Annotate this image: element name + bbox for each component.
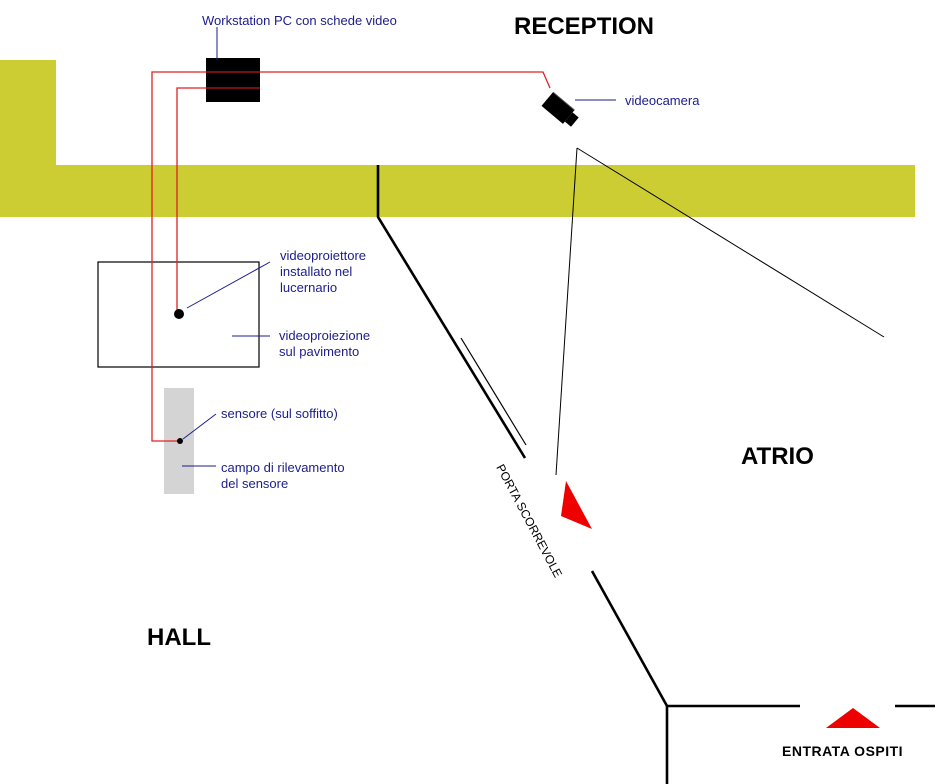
entrance-arrow-icon <box>826 708 880 728</box>
label-door: PORTA SCORREVOLE <box>493 462 565 580</box>
camera-fov-right <box>576 147 885 338</box>
projection-area <box>97 261 260 368</box>
label-field-1: campo di rilevamento <box>221 460 345 475</box>
label-projector-2: installato nel <box>280 264 352 279</box>
projector-dot-icon <box>174 309 184 319</box>
label-videocamera: videocamera <box>625 93 700 108</box>
label-sensor: sensore (sul soffitto) <box>221 406 338 421</box>
wall-band <box>0 60 915 217</box>
label-projection-2: sul pavimento <box>279 344 359 359</box>
video-camera-icon <box>541 91 579 127</box>
label-projection-1: videoproiezione <box>279 328 370 343</box>
workstation-icon <box>206 58 260 102</box>
cable-projector <box>176 87 206 313</box>
label-projector-3: lucernario <box>280 280 337 295</box>
room-atrio: ATRIO <box>741 443 814 470</box>
sensor-dot-icon <box>177 438 183 444</box>
door-wall-upper <box>376 165 527 459</box>
room-hall: HALL <box>147 624 211 651</box>
label-workstation: Workstation PC con schede video <box>202 13 397 28</box>
direction-arrow-icon <box>561 481 592 529</box>
camera-fov-left <box>555 147 578 476</box>
leader-projector <box>186 261 271 309</box>
room-entrata: ENTRATA OSPITI <box>782 743 903 759</box>
room-reception: RECEPTION <box>514 13 654 40</box>
door-wall-lower <box>590 570 669 707</box>
label-field-2: del sensore <box>221 476 288 491</box>
leader-sensor <box>182 413 217 440</box>
label-projector-1: videoproiettore <box>280 248 366 263</box>
cable-camera <box>260 71 551 89</box>
door-sliding-panel <box>460 337 527 446</box>
cable-sensor <box>151 71 206 442</box>
